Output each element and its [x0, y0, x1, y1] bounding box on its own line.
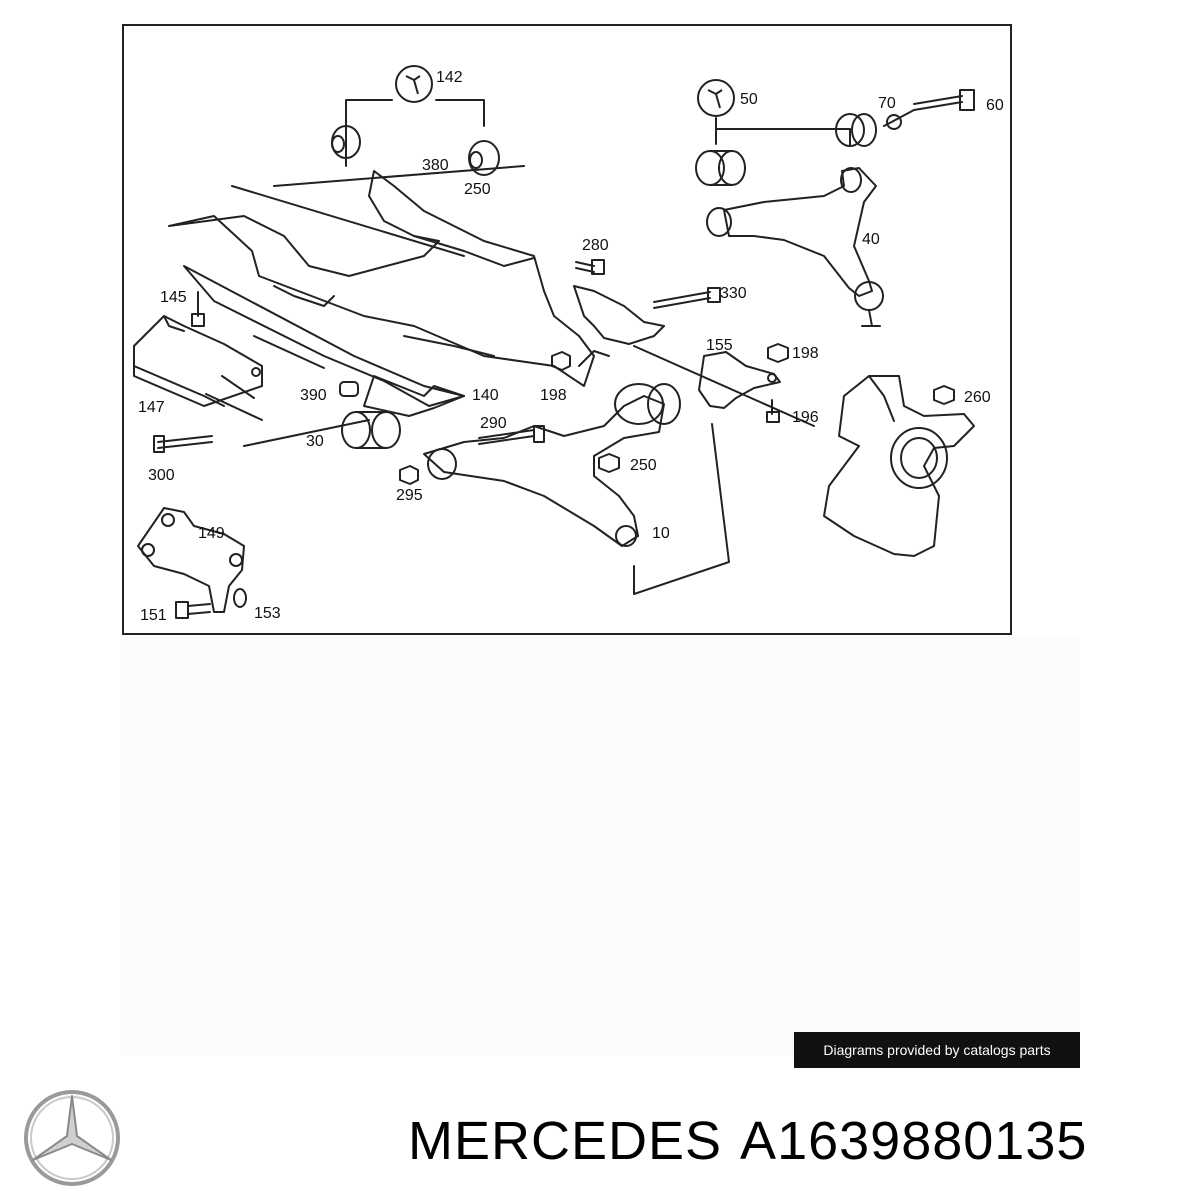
- callout-155: 155: [706, 337, 733, 354]
- callout-290: 290: [480, 415, 507, 432]
- callout-70: 70: [878, 95, 896, 112]
- callout-390: 390: [300, 387, 327, 404]
- callout-300: 300: [148, 467, 175, 484]
- mercedes-star-logo-icon: [24, 1090, 120, 1186]
- callout-330: 330: [720, 285, 747, 302]
- callout-60: 60: [986, 97, 1004, 114]
- leader-line: [345, 99, 393, 167]
- diagram-credit-badge: Diagrams provided by catalogs parts: [794, 1032, 1080, 1068]
- callout-147: 147: [138, 399, 165, 416]
- callout-280: 280: [582, 237, 609, 254]
- callout-149: 149: [198, 525, 225, 542]
- callout-295: 295: [396, 487, 423, 504]
- parts-diagram: 142 380 250 280 50 70 60 40 330 145 147 …: [122, 24, 1012, 635]
- mount-bracket: [137, 507, 245, 613]
- brake-hose-bracket: [698, 351, 781, 409]
- credit-text: Diagrams provided by catalogs parts: [823, 1042, 1051, 1058]
- callout-10: 10: [652, 525, 670, 542]
- callout-145: 145: [160, 289, 187, 306]
- callout-198: 198: [540, 387, 567, 404]
- callout-151: 151: [140, 607, 167, 624]
- lower-control-arm: [423, 395, 665, 547]
- callout-260: 260: [964, 389, 991, 406]
- callout-250: 250: [464, 181, 491, 198]
- product-title-row: MERCEDES A1639880135: [0, 1080, 1200, 1200]
- callout-30: 30: [306, 433, 324, 450]
- callout-380: 380: [422, 157, 449, 174]
- bracket: [133, 315, 263, 407]
- subframe: [168, 170, 595, 387]
- callout-50: 50: [740, 91, 758, 108]
- product-title: MERCEDES A1639880135: [408, 1110, 1105, 1172]
- callout-196: 196: [792, 409, 819, 426]
- brand-name: MERCEDES: [408, 1111, 723, 1171]
- upper-control-arm: [723, 167, 877, 297]
- callout-labels: 142 380 250 280 50 70 60 40 330 145 147 …: [138, 69, 1004, 624]
- part-number: A1639880135: [740, 1111, 1088, 1171]
- diagram-background: [120, 636, 1080, 1056]
- callout-198b: 198: [792, 345, 819, 362]
- wrench-icon: [395, 65, 433, 103]
- callout-140: 140: [472, 387, 499, 404]
- callout-40: 40: [862, 231, 880, 248]
- callout-250b: 250: [630, 457, 657, 474]
- callout-142: 142: [436, 69, 463, 86]
- callout-153: 153: [254, 605, 281, 622]
- wrench-icon: [697, 79, 735, 117]
- suspension-exploded-view: 142 380 250 280 50 70 60 40 330 145 147 …: [133, 65, 1004, 624]
- steering-knuckle: [823, 375, 975, 557]
